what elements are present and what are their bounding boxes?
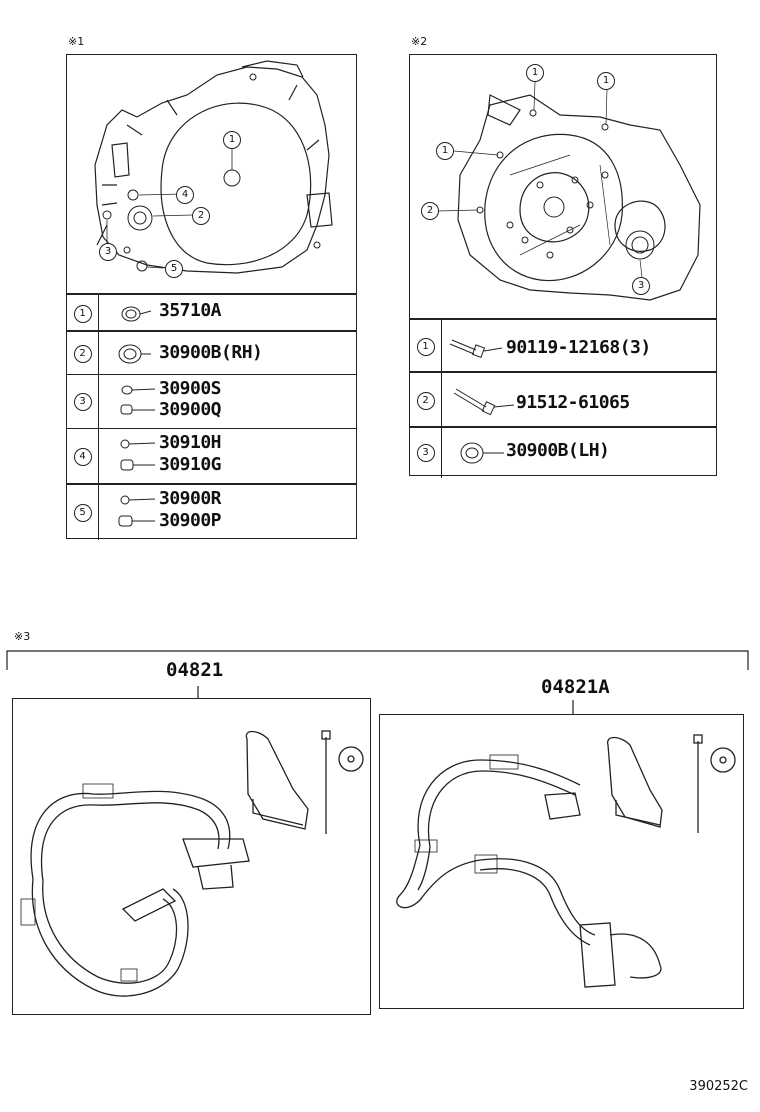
figure1-row-4: 4 30910H 30910G — [67, 428, 356, 484]
wire-harness-04821 — [20, 730, 364, 997]
transaxle-housing-illustration-2 — [437, 81, 701, 301]
figure1-row-1: 1 35710A — [67, 293, 356, 332]
figure1-panel: 1 4 2 3 5 1 35710A 2 30900B(RH) 3 30900S… — [66, 54, 357, 540]
callout-1c: 1 — [436, 142, 454, 160]
part-30900S: 30900S — [159, 378, 222, 399]
kit-04821-panel — [12, 698, 371, 1015]
callout-2: 2 — [421, 202, 439, 220]
kit-bracket — [6, 650, 749, 715]
row-index-3: 3 — [73, 393, 92, 411]
callout-2: 2 — [192, 207, 210, 225]
callout-5: 5 — [165, 260, 183, 278]
kit-label-04821: 04821 — [166, 659, 224, 681]
callout-1: 1 — [223, 131, 241, 149]
callout-1a: 1 — [526, 64, 544, 82]
row-index-2: 2 — [73, 345, 92, 363]
figure2-row-2: 2 91512-61065 — [410, 371, 716, 428]
row-index-4: 4 — [73, 447, 92, 466]
figure1-row-2: 2 30900B(RH) — [67, 330, 356, 376]
part-90119-12168: 90119-12168(3) — [506, 337, 651, 358]
kit-04821A-panel — [379, 714, 744, 1009]
wire-harness-04821A — [396, 734, 736, 988]
figure3-note: ※3 — [14, 630, 31, 643]
part-30900B-RH: 30900B(RH) — [159, 342, 263, 363]
figure1-row-5: 5 30900R 30900P — [67, 483, 356, 540]
part-30900Q: 30900Q — [159, 399, 222, 420]
row-index-1: 1 — [73, 304, 92, 323]
part-30910H: 30910H — [159, 432, 222, 453]
row-index-1: 1 — [416, 337, 435, 356]
part-91512-61065: 91512-61065 — [516, 392, 630, 413]
callout-4: 4 — [176, 186, 194, 204]
part-30900R: 30900R — [159, 488, 222, 509]
part-30900P: 30900P — [159, 510, 222, 531]
figure2-panel: 1 1 1 2 3 1 90119-12168(3) 2 91512-61065… — [409, 54, 717, 478]
figure2-note: ※2 — [411, 35, 428, 48]
row-index-2: 2 — [416, 391, 435, 410]
figure2-row-3: 3 30900B(LH) — [410, 426, 716, 478]
callout-1b: 1 — [597, 72, 615, 90]
callout-3: 3 — [99, 243, 117, 261]
transaxle-housing-illustration-1 — [94, 60, 333, 274]
figure1-note: ※1 — [68, 35, 85, 48]
callout-3: 3 — [632, 277, 650, 295]
part-35710A: 35710A — [159, 300, 222, 321]
row-index-3: 3 — [416, 444, 435, 462]
kit-label-04821A: 04821A — [541, 676, 610, 698]
figure2-row-1: 1 90119-12168(3) — [410, 318, 716, 373]
row-index-5: 5 — [73, 503, 92, 522]
illustration-code: 390252C — [689, 1079, 748, 1094]
part-30910G: 30910G — [159, 454, 222, 475]
figure1-row-3: 3 30900S 30900Q — [67, 374, 356, 429]
part-30900B-LH: 30900B(LH) — [506, 440, 610, 461]
